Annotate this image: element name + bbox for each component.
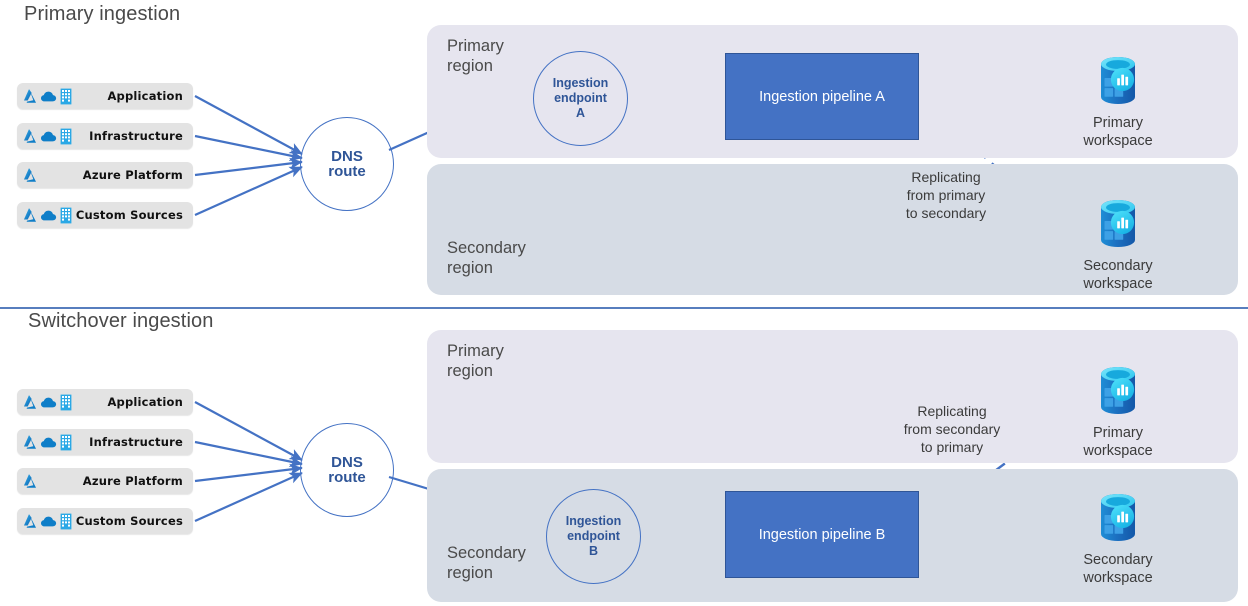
log-analytics-workspace-icon (1101, 494, 1135, 541)
source-icons (17, 473, 73, 490)
bar-chart-glyph (1117, 74, 1129, 86)
dns-route-node-bottom[interactable]: DNS route (300, 423, 394, 517)
primary-workspace-top[interactable]: Primary workspace (1058, 55, 1178, 150)
source-chip-azure-platform-bottom[interactable]: Azure Platform (17, 468, 193, 494)
band-label-primary-region-top: Primary region (447, 37, 504, 75)
band-label-secondary-region-bottom: Secondary region (447, 544, 526, 582)
dns-route-label: DNS route (328, 149, 366, 179)
ingestion-endpoint-b-label: Ingestion endpoint B (566, 514, 622, 559)
cloud-icon (41, 210, 57, 220)
source-chip-custom-sources-bottom[interactable]: Custom Sources (17, 508, 193, 534)
cloud-icon (41, 437, 57, 447)
source-icons (17, 394, 73, 411)
building-icon (60, 207, 72, 223)
primary-workspace-bottom[interactable]: Primary workspace (1058, 365, 1178, 460)
source-chip-label: Application (107, 395, 183, 409)
dns-route-node-top[interactable]: DNS route (300, 117, 394, 211)
source-icons (17, 513, 73, 530)
endpoint-line2: endpoint (554, 91, 607, 105)
building-icon (60, 513, 72, 529)
ingestion-pipeline-b-box[interactable]: Ingestion pipeline B (725, 491, 919, 578)
cloud-icon (41, 91, 57, 101)
endpoint-line3: B (588, 544, 599, 558)
source-chip-label: Custom Sources (75, 514, 183, 528)
source-icons (17, 167, 73, 184)
cloud-icon (41, 397, 57, 407)
source-chip-application-top[interactable]: Application (17, 83, 193, 109)
azure-icon (23, 394, 37, 409)
section-title-primary-ingestion: Primary ingestion (24, 3, 181, 25)
ingestion-pipeline-b-label: Ingestion pipeline B (758, 526, 886, 543)
azure-icon (23, 473, 37, 488)
endpoint-line1: Ingestion (565, 514, 622, 528)
azure-icon (23, 434, 37, 449)
source-chip-label: Application (107, 89, 183, 103)
cloud-icon (41, 131, 57, 141)
source-chip-label: Azure Platform (82, 168, 183, 182)
log-analytics-workspace-icon (1101, 200, 1135, 247)
ingestion-pipeline-a-label: Ingestion pipeline A (759, 88, 885, 105)
azure-icon (23, 513, 37, 528)
replication-note-bottom: Replicating from secondary to primary (903, 403, 1001, 455)
endpoint-line3: A (575, 106, 586, 120)
building-icon (60, 128, 72, 144)
azure-icon (23, 167, 37, 182)
secondary-workspace-bottom[interactable]: Secondary workspace (1058, 492, 1178, 587)
replication-note-top: Replicating from primary to secondary (905, 169, 987, 221)
source-chip-label: Infrastructure (89, 435, 183, 449)
source-chip-application-bottom[interactable]: Application (17, 389, 193, 415)
log-analytics-workspace-icon (1101, 57, 1135, 104)
dns-route-line2: route (328, 469, 366, 486)
ingestion-endpoint-a-node[interactable]: Ingestion endpoint A (533, 51, 628, 146)
band-label-secondary-region-top: Secondary region (447, 239, 526, 277)
secondary-workspace-caption: Secondary workspace (1083, 552, 1153, 586)
source-icons (17, 88, 73, 105)
dns-route-line2: route (328, 163, 366, 180)
cloud-icon (41, 516, 57, 526)
source-icons (17, 128, 73, 145)
source-icons (17, 207, 73, 224)
secondary-workspace-top[interactable]: Secondary workspace (1058, 198, 1178, 293)
source-chip-label: Infrastructure (89, 129, 183, 143)
source-chip-label: Azure Platform (82, 474, 183, 488)
source-to-dns-arrows-primary (194, 95, 303, 217)
dns-route-line1: DNS (331, 148, 363, 165)
bar-chart-glyph (1117, 217, 1129, 229)
ingestion-endpoint-b-node[interactable]: Ingestion endpoint B (546, 489, 641, 584)
endpoint-line1: Ingestion (552, 76, 609, 90)
source-chip-label: Custom Sources (75, 208, 183, 222)
building-icon (60, 88, 72, 104)
primary-workspace-caption: Primary workspace (1083, 425, 1153, 459)
endpoint-line2: endpoint (567, 529, 620, 543)
dns-route-line1: DNS (331, 454, 363, 471)
azure-icon (23, 207, 37, 222)
source-chip-custom-sources-top[interactable]: Custom Sources (17, 202, 193, 228)
band-label-primary-region-bottom: Primary region (447, 342, 504, 380)
source-chip-infrastructure-top[interactable]: Infrastructure (17, 123, 193, 149)
building-icon (60, 394, 72, 410)
primary-workspace-caption: Primary workspace (1083, 115, 1153, 149)
building-icon (60, 434, 72, 450)
ingestion-pipeline-a-box[interactable]: Ingestion pipeline A (725, 53, 919, 140)
section-title-switchover-ingestion: Switchover ingestion (28, 310, 214, 332)
source-chip-infrastructure-bottom[interactable]: Infrastructure (17, 429, 193, 455)
azure-icon (23, 128, 37, 143)
log-analytics-workspace-icon (1101, 367, 1135, 414)
source-to-dns-arrows-switchover (194, 401, 303, 523)
dns-route-label: DNS route (328, 455, 366, 485)
bar-chart-glyph (1117, 384, 1129, 396)
source-icons (17, 434, 73, 451)
bar-chart-glyph (1117, 511, 1129, 523)
ingestion-endpoint-a-label: Ingestion endpoint A (553, 76, 609, 121)
source-chip-azure-platform-top[interactable]: Azure Platform (17, 162, 193, 188)
secondary-workspace-caption: Secondary workspace (1083, 258, 1153, 292)
azure-icon (23, 88, 37, 103)
